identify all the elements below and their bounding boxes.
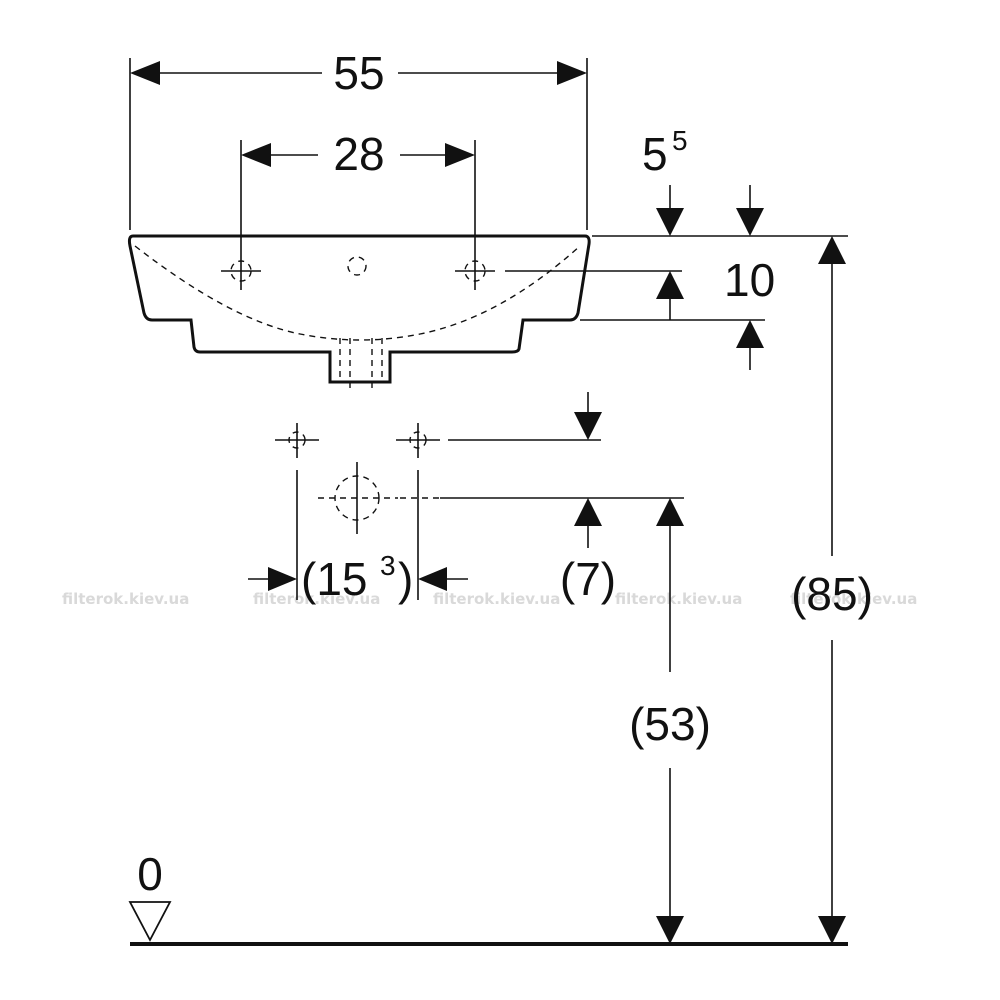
level-triangle-icon [128,901,172,942]
bowl-hidden-line [134,245,581,341]
basin-depth-label: 10 [724,254,775,306]
overflow-hole [347,256,367,276]
waste-spacing-close: ) [398,553,413,605]
drain-hidden-line [339,338,383,390]
rim-height-label: (85) [791,568,873,620]
dimension-rim-offset: 5 5 [592,125,848,237]
watermark-text: filterok.kiev.ua [790,590,917,608]
supply-connection-left [275,423,319,458]
tap-hole-spacing-label: 28 [333,128,384,180]
supply-offset-label: (7) [560,553,616,605]
washbasin-body [127,234,591,390]
dimension-overall-width: 55 [129,47,588,230]
dimension-waste-spacing: (15 3 ) [248,470,468,605]
waste-height-label: (53) [629,698,711,750]
dimension-waste-height: (53) [629,498,711,944]
dimension-supply-offset: (7) [560,392,616,605]
watermark-layer: filterok.kiev.ua filterok.kiev.ua filter… [62,590,917,608]
rim-offset-label: 5 [642,128,668,180]
dimension-tap-hole-spacing: 28 [240,128,476,255]
watermark-text: filterok.kiev.ua [62,590,189,608]
basin-outline [127,234,591,384]
rim-offset-superscript: 5 [672,125,688,156]
tap-hole-left [221,255,261,290]
waste-spacing-open: (15 [301,553,367,605]
waste-spacing-superscript: 3 [380,550,396,581]
tap-hole-right [455,255,495,290]
supply-connection-right [396,423,440,458]
overall-width-label: 55 [333,47,384,99]
floor-level-label: 0 [137,848,163,900]
floor-level-marker: 0 [128,848,848,946]
watermark-text: filterok.kiev.ua [253,590,380,608]
watermark-text: filterok.kiev.ua [615,590,742,608]
dimension-basin-depth: 10 [505,254,775,370]
waste-connection [318,462,398,534]
dimension-rim-height: (85) [791,236,873,944]
watermark-text: filterok.kiev.ua [433,590,560,608]
